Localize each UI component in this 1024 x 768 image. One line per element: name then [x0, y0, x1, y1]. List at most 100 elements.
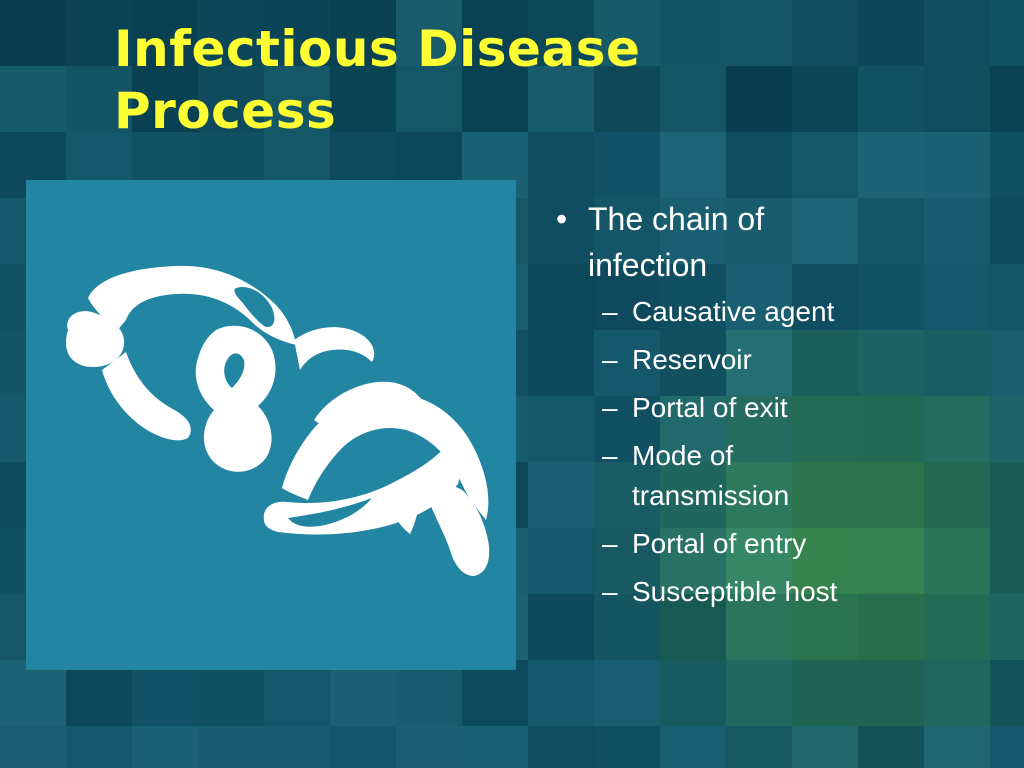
bullet-chain-of-infection: • The chain of infection [548, 196, 1008, 288]
mosaic-tile [462, 726, 528, 768]
mosaic-tile [330, 660, 396, 726]
mosaic-tile [594, 132, 660, 198]
mosaic-tile [198, 0, 264, 66]
mosaic-tile [990, 132, 1024, 198]
mosaic-tile [792, 264, 858, 330]
mosaic-tile [0, 0, 66, 66]
mosaic-tile [792, 330, 858, 396]
mosaic-tile [858, 594, 924, 660]
sub-item-mode-of-transmission: – Mode of transmission [548, 436, 1008, 516]
mosaic-tile [858, 528, 924, 594]
mosaic-tile [198, 66, 264, 132]
mosaic-tile [528, 66, 594, 132]
mosaic-tile [594, 594, 660, 660]
mosaic-tile [858, 264, 924, 330]
mosaic-tile [528, 0, 594, 66]
mosaic-tile [132, 726, 198, 768]
mosaic-tile [792, 462, 858, 528]
mosaic-tile [594, 726, 660, 768]
sub-bullet-dash: – [602, 296, 618, 327]
mosaic-tile [726, 396, 792, 462]
mosaic-tile [396, 0, 462, 66]
mosaic-tile [858, 396, 924, 462]
mosaic-tile [660, 0, 726, 66]
sub-bullet-dash: – [602, 440, 618, 471]
sub-item-line: Mode of [632, 440, 734, 471]
mosaic-tile [528, 660, 594, 726]
mosaic-tile [330, 726, 396, 768]
mosaic-tile [660, 528, 726, 594]
mosaic-tile [660, 66, 726, 132]
sub-item-line: Susceptible host [632, 576, 838, 607]
sub-item-line: Reservoir [632, 344, 752, 375]
mosaic-tile [132, 660, 198, 726]
mosaic-tile [594, 462, 660, 528]
mosaic-tile [726, 726, 792, 768]
mosaic-tile [660, 594, 726, 660]
mosaic-tile [726, 132, 792, 198]
sub-item-susceptible-host: – Susceptible host [548, 572, 1008, 612]
mosaic-tile [198, 660, 264, 726]
mosaic-tile [462, 0, 528, 66]
mosaic-tile [660, 726, 726, 768]
mosaic-tile [924, 528, 990, 594]
sub-item-line: Portal of entry [632, 528, 807, 559]
mosaic-tile [924, 132, 990, 198]
mosaic-tile [924, 594, 990, 660]
mosaic-tile [726, 462, 792, 528]
mosaic-tile [264, 66, 330, 132]
mosaic-tile [792, 396, 858, 462]
mosaic-tile [924, 0, 990, 66]
mosaic-tile [528, 264, 594, 330]
mosaic-tile [264, 0, 330, 66]
mosaic-tile [66, 0, 132, 66]
mosaic-tile [528, 198, 594, 264]
mosaic-tile [462, 660, 528, 726]
mosaic-tile [660, 330, 726, 396]
chain-slot-right [288, 498, 372, 527]
bullet-list: • The chain of infection – Causative age… [548, 196, 1008, 620]
mosaic-tile [726, 330, 792, 396]
mosaic-tile [264, 660, 330, 726]
mosaic-tile [66, 726, 132, 768]
mosaic-tile [990, 330, 1024, 396]
mosaic-tile [792, 198, 858, 264]
mosaic-tile [924, 462, 990, 528]
mosaic-tile [792, 132, 858, 198]
mosaic-tile [132, 0, 198, 66]
mosaic-tile [924, 396, 990, 462]
title-line-2: Process [114, 82, 337, 140]
mosaic-tile [726, 0, 792, 66]
mosaic-tile [858, 132, 924, 198]
slide-title: Infectious Disease Process [114, 18, 914, 142]
mosaic-tile [924, 330, 990, 396]
sub-item-reservoir: – Reservoir [548, 340, 1008, 380]
mosaic-tile [660, 660, 726, 726]
mosaic-tile [396, 66, 462, 132]
mosaic-tile [726, 660, 792, 726]
title-line-1: Infectious Disease [114, 20, 641, 78]
mosaic-tile [990, 726, 1024, 768]
mosaic-tile [396, 726, 462, 768]
sub-bullet-dash: – [602, 344, 618, 375]
mosaic-tile [726, 264, 792, 330]
mosaic-tile [66, 66, 132, 132]
mosaic-tile [594, 0, 660, 66]
sub-item-causative-agent: – Causative agent [548, 292, 1008, 332]
broken-chain-icon [65, 265, 490, 576]
chain-link-right-lower [263, 394, 490, 576]
mosaic-tile [990, 528, 1024, 594]
mosaic-tile [660, 462, 726, 528]
mosaic-tile [990, 462, 1024, 528]
sub-item-line: transmission [632, 480, 790, 511]
chain-slot-left [234, 286, 275, 328]
mosaic-tile [132, 66, 198, 132]
mosaic-tile [726, 594, 792, 660]
mosaic-tile [528, 132, 594, 198]
mosaic-tile [0, 66, 66, 132]
mosaic-tile [528, 528, 594, 594]
mosaic-tile [990, 198, 1024, 264]
mosaic-tile [792, 528, 858, 594]
sub-item-portal-of-entry: – Portal of entry [548, 524, 1008, 564]
